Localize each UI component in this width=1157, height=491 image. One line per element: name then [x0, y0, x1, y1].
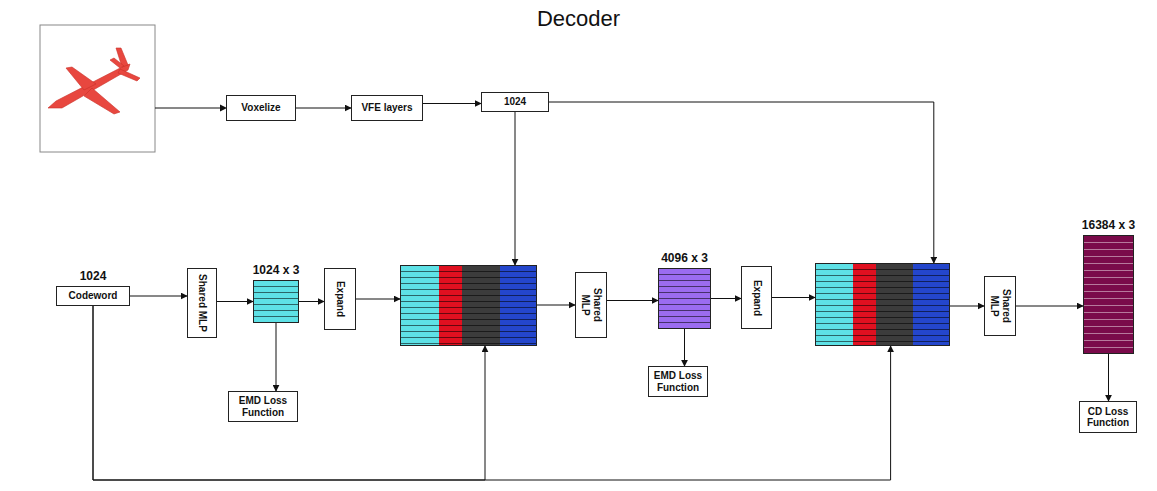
- connector: [537, 305, 575, 306]
- loss-box: EMD Loss Function: [228, 391, 298, 422]
- size-label: 1024 x 3: [253, 263, 300, 277]
- box-label: Voxelize: [241, 102, 280, 114]
- point-block: 16384 x 3: [1083, 235, 1134, 354]
- connector: [356, 299, 400, 300]
- process-box: Voxelize: [226, 95, 296, 121]
- connector: [130, 296, 187, 297]
- box-label: 1024: [504, 96, 526, 108]
- airplane-point-cloud: [48, 48, 140, 114]
- codeword-box: 1024Codeword: [56, 286, 130, 306]
- connector: [1016, 306, 1083, 307]
- expand-box: Expand: [324, 268, 356, 330]
- connector: [217, 301, 253, 302]
- point-block: 1024 x 3: [253, 280, 299, 323]
- shared-mlp-box: Shared MLP: [187, 268, 217, 338]
- connector: [549, 102, 934, 263]
- connector: [296, 108, 351, 109]
- connector: [423, 103, 481, 104]
- connector: [1108, 354, 1109, 401]
- connector: [684, 329, 685, 366]
- connector: [772, 297, 815, 298]
- box-label: Shared MLP: [196, 273, 208, 333]
- connector: [950, 306, 984, 307]
- size-label: 4096 x 3: [661, 251, 708, 265]
- process-box: VFE layers: [351, 95, 423, 121]
- box-label: Codeword: [69, 290, 118, 302]
- box-label: VFE layers: [361, 102, 412, 114]
- box-label: CD Loss Function: [1083, 406, 1133, 429]
- concat-block: [815, 263, 950, 346]
- shared-mlp-box: Shared MLP: [575, 272, 607, 338]
- image-frame: [40, 25, 155, 152]
- feature-box: 1024: [481, 92, 549, 112]
- size-label: 16384 x 3: [1082, 218, 1135, 232]
- box-label: Expand: [334, 273, 346, 325]
- connector: [607, 300, 658, 301]
- box-label: Expand: [751, 271, 763, 324]
- diagram-title: Decoder: [0, 6, 1157, 32]
- box-label: EMD Loss Function: [232, 395, 294, 418]
- connector: [515, 112, 516, 265]
- point-block: 4096 x 3: [658, 268, 711, 329]
- connector: [711, 298, 741, 299]
- connector: [276, 323, 277, 391]
- box-label: Shared MLP: [580, 277, 603, 333]
- size-label: 1024: [80, 269, 107, 283]
- expand-box: Expand: [741, 266, 772, 329]
- connector: [299, 301, 324, 302]
- input-wire: [155, 108, 222, 109]
- concat-block: [400, 265, 537, 346]
- loss-box: CD Loss Function: [1079, 401, 1137, 433]
- box-label: Shared MLP: [989, 281, 1012, 331]
- box-label: EMD Loss Function: [652, 370, 704, 393]
- shared-mlp-box: Shared MLP: [984, 276, 1016, 336]
- loss-box: EMD Loss Function: [648, 366, 708, 397]
